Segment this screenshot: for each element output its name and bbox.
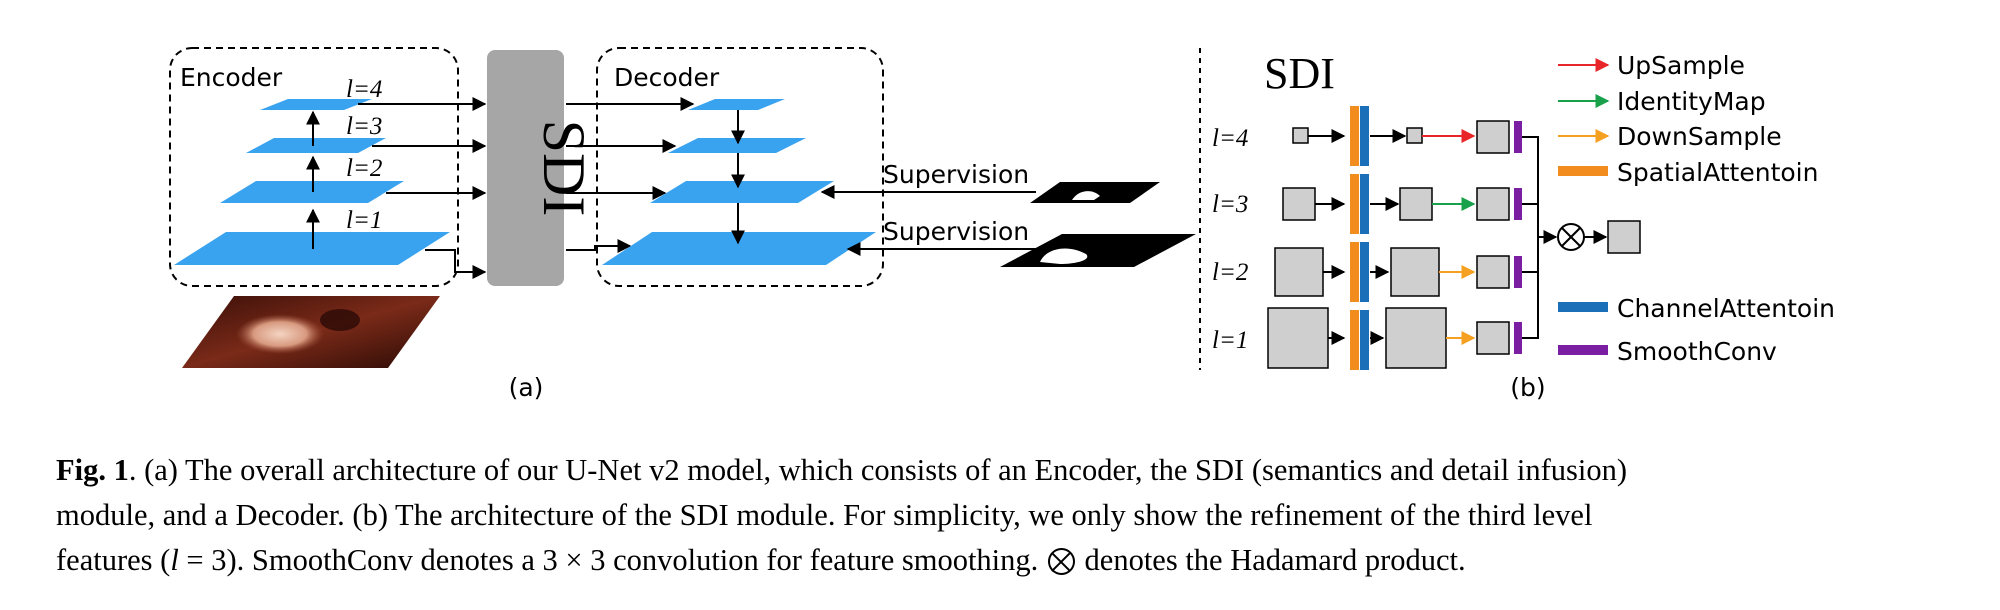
legend-spatial-swatch xyxy=(1558,166,1608,176)
output-box xyxy=(1607,220,1641,254)
input-box-l2 xyxy=(1274,247,1324,297)
encoder-feature-map-l3 xyxy=(246,138,386,153)
channel-attention-bar-l4 xyxy=(1360,106,1369,166)
spatial-attention-bar-l1 xyxy=(1350,310,1359,370)
decoder-feature-map-l1 xyxy=(602,232,876,265)
level-label-l3: l=3 xyxy=(346,113,382,140)
attended-box-l2 xyxy=(1390,247,1440,297)
encoder-label: Encoder xyxy=(180,63,283,92)
caption-text-3c: denotes the Hadamard product. xyxy=(1076,543,1466,577)
endoscopy-input-image xyxy=(182,296,440,368)
legend-downsample-label: DownSample xyxy=(1617,122,1782,151)
attended-box-l4 xyxy=(1406,127,1423,144)
sdi-title: SDI xyxy=(1264,49,1335,98)
sdi-level-label-l2: l=2 xyxy=(1212,259,1248,286)
level-label-l4: l=4 xyxy=(346,76,382,103)
smoothconv-bar-l2 xyxy=(1514,256,1522,288)
ground-truth-mask-l1 xyxy=(1000,234,1196,267)
spatial-attention-bar-l4 xyxy=(1350,106,1359,166)
panel-b-label: (b) xyxy=(1510,373,1545,402)
encoder-box xyxy=(169,47,459,287)
arrow xyxy=(566,239,632,253)
legend-smooth-label: SmoothConv xyxy=(1617,337,1777,366)
caption-text-3a: features ( xyxy=(56,543,171,577)
decoder-label: Decoder xyxy=(614,63,720,92)
attended-box-l3 xyxy=(1399,187,1433,221)
encoder-feature-map-l4 xyxy=(260,99,372,110)
legend-upsample-label: UpSample xyxy=(1617,51,1745,80)
level-label-l2: l=2 xyxy=(346,155,382,182)
merge-line xyxy=(1522,136,1539,339)
caption-text-2: module, and a Decoder. (b) The architect… xyxy=(56,498,1593,532)
resized-box-l2 xyxy=(1476,255,1510,289)
legend: UpSample IdentityMap DownSample SpatialA… xyxy=(1558,51,1835,366)
decoder-box xyxy=(596,47,884,287)
caption-variable-l: l xyxy=(170,543,179,577)
figure-number: Fig. 1 xyxy=(56,453,129,487)
input-box-l4 xyxy=(1292,127,1309,144)
channel-attention-bar-l1 xyxy=(1360,310,1369,370)
otimes-icon xyxy=(1047,548,1075,575)
architecture-figure: Encoder l=4 l=3 l=2 l=1 SDI Decoder xyxy=(169,47,1835,402)
legend-smooth-swatch xyxy=(1558,345,1608,355)
decoder-feature-map-l2 xyxy=(650,181,834,203)
resized-box-l4 xyxy=(1476,120,1510,154)
decoder-feature-map-l3 xyxy=(668,138,806,153)
legend-spatial-label: SpatialAttentoin xyxy=(1617,158,1818,187)
panel-b: SDI l=4 l=3 l=2 l=1 xyxy=(1212,49,1835,402)
panel-a: Encoder l=4 l=3 l=2 l=1 SDI Decoder xyxy=(169,47,1196,402)
channel-attention-bar-l3 xyxy=(1360,174,1369,234)
caption-line-3: features (l = 3). SmoothConv denotes a 3… xyxy=(56,538,1956,583)
sdi-level-label-l3: l=3 xyxy=(1212,191,1248,218)
arrow xyxy=(425,249,487,279)
attended-box-l1 xyxy=(1385,307,1447,369)
panel-a-label: (a) xyxy=(509,373,544,402)
figure-caption: Fig. 1. (a) The overall architecture of … xyxy=(56,448,1956,583)
resized-box-l3 xyxy=(1476,187,1510,221)
spatial-attention-bar-l3 xyxy=(1350,174,1359,234)
sdi-level-label-l4: l=4 xyxy=(1212,125,1248,152)
sdi-block xyxy=(487,50,564,286)
decoder-feature-map-l4 xyxy=(688,99,785,110)
sdi-block-label: SDI xyxy=(531,120,597,217)
smoothconv-bar-l4 xyxy=(1514,121,1522,153)
level-label-l1: l=1 xyxy=(346,207,382,234)
spatial-attention-bar-l2 xyxy=(1350,242,1359,302)
legend-channel-swatch xyxy=(1558,302,1608,312)
supervision-label-l2: Supervision xyxy=(883,160,1029,189)
resized-box-l1 xyxy=(1476,321,1510,355)
channel-attention-bar-l2 xyxy=(1360,242,1369,302)
caption-line-1: Fig. 1. (a) The overall architecture of … xyxy=(56,448,1956,493)
caption-text-1: . (a) The overall architecture of our U-… xyxy=(128,453,1628,487)
caption-line-2: module, and a Decoder. (b) The architect… xyxy=(56,493,1956,538)
sdi-level-label-l1: l=1 xyxy=(1212,327,1248,354)
supervision-label-l1: Supervision xyxy=(883,217,1029,246)
smoothconv-bar-l1 xyxy=(1514,322,1522,354)
input-box-l3 xyxy=(1282,187,1316,221)
legend-channel-label: ChannelAttentoin xyxy=(1617,294,1835,323)
caption-text-3b: = 3). SmoothConv denotes a 3 × 3 convolu… xyxy=(178,543,1039,577)
legend-identitymap-label: IdentityMap xyxy=(1617,87,1766,116)
ground-truth-mask-l2 xyxy=(1030,182,1160,203)
input-box-l1 xyxy=(1267,307,1329,369)
smoothconv-bar-l3 xyxy=(1514,188,1522,220)
hadamard-product-icon xyxy=(1557,223,1585,251)
